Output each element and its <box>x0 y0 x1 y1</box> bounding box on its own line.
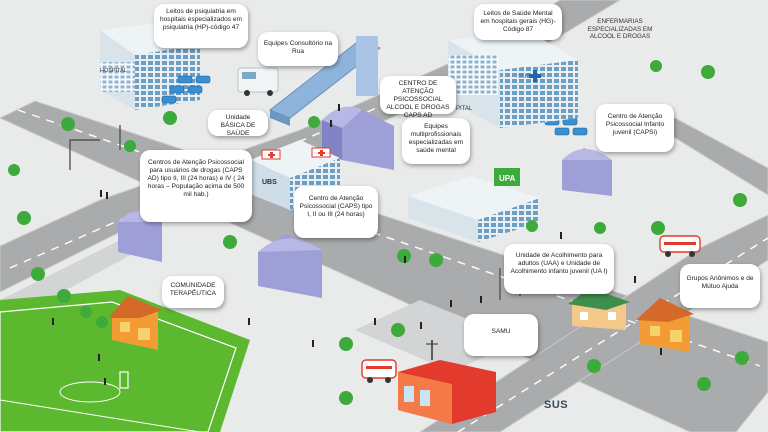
callout-comunidade-terapeutica: COMUNIDADE TERAPÊUTICA <box>162 276 224 308</box>
callout-capsi: Centro de Atenção Psicossocial Infanto j… <box>596 104 674 152</box>
hospital-sign-partial: PITAL <box>456 106 473 112</box>
capsi-building <box>562 148 612 196</box>
upa-building: UPA <box>408 168 540 242</box>
sus-sign: SUS <box>518 74 530 80</box>
trees <box>8 60 749 405</box>
callout-consultorio-na-rua: Equipes Consultório na Rua <box>258 32 338 66</box>
callout-caps-ad: CENTRO DE ATENÇÃO PSICOSSOCIAL ALCOOL E … <box>380 76 456 119</box>
hospital-sign: HOSPITAL <box>100 68 127 74</box>
callout-hg-leitos: Leitos de Saúde Mental em hospitais gera… <box>474 4 562 40</box>
callout-caps: Centro de Atenção Psicossocial (CAPS) ti… <box>294 186 378 238</box>
samu-building <box>398 340 496 424</box>
page-title: SUS <box>544 399 569 411</box>
hospital-general: SUS PITAL <box>448 32 578 128</box>
callout-caps-ad-tipos: Centros de Atenção Psicossocial para usu… <box>140 150 252 222</box>
ambulances <box>361 235 701 383</box>
callout-hp-leitos: Leitos de psiquiatria em hospitais espec… <box>154 4 248 48</box>
comunidade-terapeutica-house <box>108 296 162 350</box>
callout-grupos-anonimos: Grupos Anônimos e de Mútuo Ajuda <box>680 264 760 308</box>
caps-building-center <box>258 234 322 298</box>
soccer-field <box>0 290 250 432</box>
pedestrians <box>52 104 662 385</box>
callout-equipes-multiprofissionais: Equipes multiprofissionais especializada… <box>402 118 470 164</box>
label-enfermarias: ENFERMARIAS ESPECIALIZADAS EM ALCOOL E D… <box>587 18 653 41</box>
upa-sign: UPA <box>499 174 516 183</box>
callout-samu: SAMU <box>464 314 538 356</box>
grupos-house <box>636 298 694 352</box>
callout-uaa: Unidade de Acolhimento para adultos (UAA… <box>504 244 614 294</box>
ubs-sign: UBS <box>262 179 277 186</box>
callout-ubs: Unidade BÁSICA DE SAÚDE <box>208 110 268 137</box>
consultorio-van <box>237 67 279 96</box>
pedestrian-bridge <box>269 36 381 126</box>
